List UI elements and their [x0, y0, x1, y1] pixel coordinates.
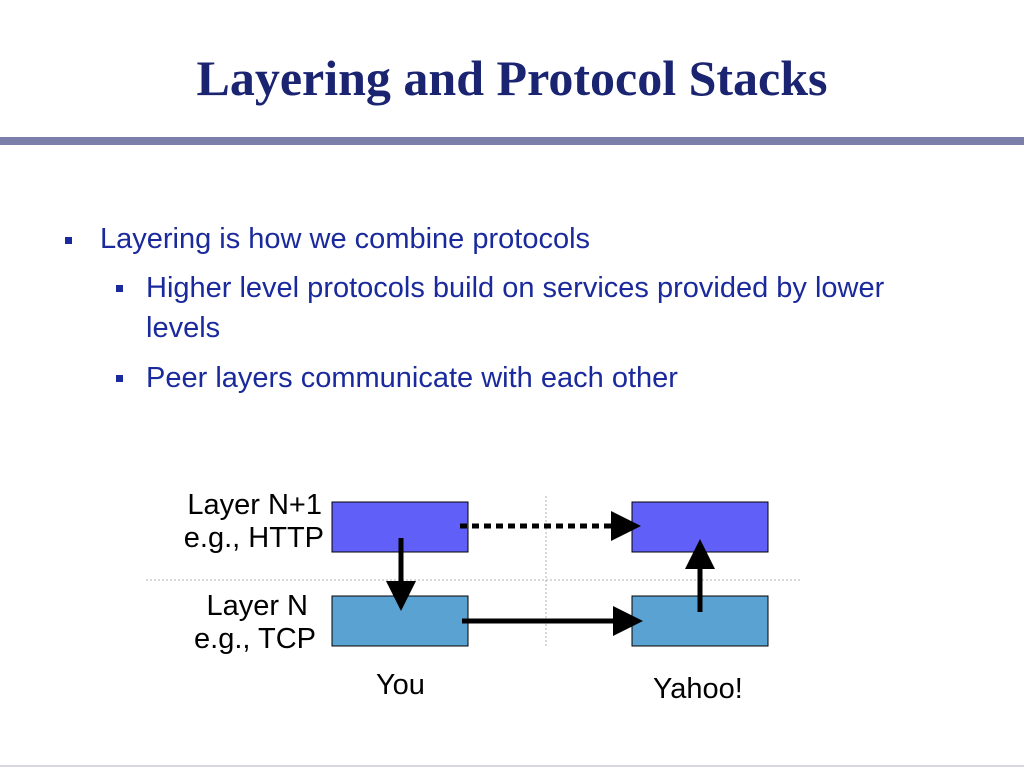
- layer-upper-example: e.g., HTTP: [183, 522, 324, 554]
- bullet-sub-1: Higher level protocols build on services…: [146, 272, 885, 344]
- bullet-marker: [116, 285, 123, 292]
- title-divider: [0, 137, 1024, 145]
- bullet-main: Layering is how we combine protocols: [100, 223, 591, 255]
- bullet-sub-2: Peer layers communicate with each other: [146, 362, 678, 394]
- host-yahoo-label: Yahoo!: [653, 673, 743, 705]
- bullet-marker: [65, 237, 72, 244]
- layer-lower-example: e.g., TCP: [194, 623, 316, 655]
- bullet-marker: [116, 375, 123, 382]
- slide-title: Layering and Protocol Stacks: [196, 50, 828, 106]
- slide-bottom-border: [0, 765, 1024, 767]
- layer-upper-name: Layer N+1: [187, 489, 322, 521]
- layer-lower-name: Layer N: [206, 590, 308, 622]
- host-you-label: You: [376, 669, 425, 701]
